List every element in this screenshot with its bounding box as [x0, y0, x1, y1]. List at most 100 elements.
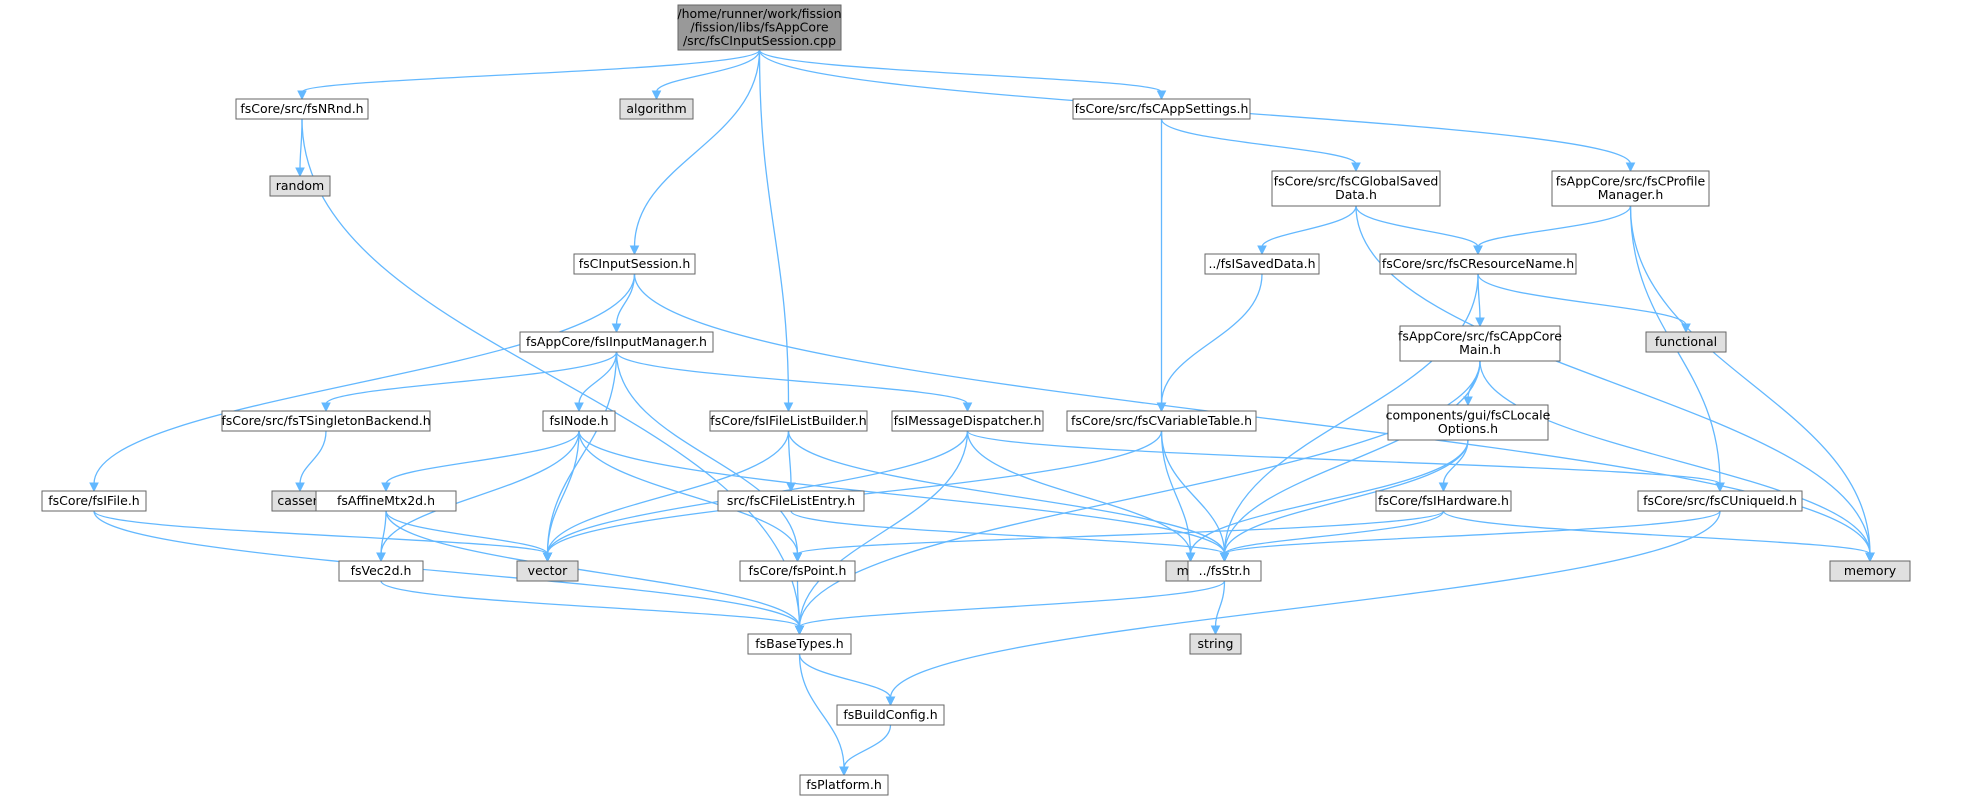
edge-inode-to-point — [578, 430, 799, 555]
node-ifile[interactable]: fsCore/fsIFile.h — [41, 490, 147, 512]
edge-localeoptions-to-str — [1223, 439, 1469, 555]
edge-inputmanager-to-vector — [546, 351, 618, 555]
node-filelistbuilder[interactable]: fsCore/fsIFileListBuilder.h — [709, 410, 868, 432]
edge-root-to-appsettings — [758, 49, 1163, 93]
node-box-algorithm — [619, 98, 694, 120]
edge-inode-to-affinemtx — [385, 430, 580, 485]
node-inode[interactable]: fsINode.h — [542, 410, 616, 432]
edge-filelistbuilder-to-str — [787, 430, 1226, 555]
node-label-nrnd: fsCore/src/fsNRnd.h — [240, 101, 363, 116]
arrowhead-tsingleton-to-cassert — [295, 482, 305, 493]
node-box-string — [1189, 633, 1242, 655]
node-label-globalsaved: Data.h — [1335, 187, 1377, 202]
arrowhead-inode-to-affinemtx — [381, 482, 391, 493]
node-label-vec2d: fsVec2d.h — [351, 563, 412, 578]
node-variabletable[interactable]: fsCore/src/fsCVariableTable.h — [1066, 410, 1257, 432]
node-box-functional — [1645, 331, 1727, 353]
node-str[interactable]: ../fsStr.h — [1187, 560, 1262, 582]
edge-root-to-inputsession — [633, 49, 761, 248]
node-box-platform — [799, 774, 889, 796]
node-label-vector: vector — [528, 563, 569, 578]
node-label-localeoptions: components/gui/fsCLocale — [1386, 408, 1551, 423]
node-inputsession[interactable]: fsCInputSession.h — [573, 253, 696, 275]
node-box-msgdispatcher — [891, 410, 1044, 432]
edge-variabletable-to-str — [1160, 430, 1226, 555]
edge-inode-to-vec2d — [380, 430, 580, 555]
arrowhead-buildconfig-to-platform — [839, 766, 849, 777]
node-box-isaveddata — [1204, 253, 1320, 275]
node-label-appcoremain: fsAppCore/src/fsCAppCore — [1398, 329, 1562, 344]
edge-appcoremain-to-str — [1223, 360, 1481, 555]
node-box-tsingleton — [221, 410, 431, 432]
edge-basetypes-to-buildconfig — [798, 653, 892, 699]
edge-msgdispatcher-to-map — [966, 430, 1192, 555]
nodes-layer: /home/runner/work/fission/fission/libs/f… — [41, 4, 1911, 796]
edge-inode-to-vector — [546, 430, 580, 555]
edge-affinemtx-to-vector — [385, 510, 549, 555]
node-root[interactable]: /home/runner/work/fission/fission/libs/f… — [677, 4, 842, 51]
node-box-vector — [516, 560, 579, 582]
edge-ihardware-to-point — [796, 510, 1445, 555]
arrowhead-basetypes-to-buildconfig — [885, 696, 896, 707]
node-affinemtx[interactable]: fsAffineMtx2d.h — [315, 490, 457, 512]
arrowhead-appsettings-to-globalsaved — [1351, 162, 1361, 173]
node-label-filelistentry: src/fsCFileListEntry.h — [727, 493, 855, 508]
node-nrnd[interactable]: fsCore/src/fsNRnd.h — [235, 98, 369, 120]
node-platform[interactable]: fsPlatform.h — [799, 774, 889, 796]
node-label-cassert: cassert — [277, 493, 322, 508]
edge-inputmanager-to-point — [615, 351, 799, 555]
node-label-point: fsCore/fsPoint.h — [749, 563, 847, 578]
edge-variabletable-to-map — [1160, 430, 1192, 555]
node-label-inputmanager: fsAppCore/fsIInputManager.h — [526, 334, 707, 349]
node-msgdispatcher[interactable]: fsIMessageDispatcher.h — [891, 410, 1044, 432]
edge-affinemtx-to-vec2d — [380, 510, 387, 555]
edge-point-to-basetypes — [796, 580, 801, 628]
node-box-uniqueid — [1637, 490, 1803, 512]
edge-globalsaved-to-isaveddata — [1261, 205, 1357, 248]
node-point[interactable]: fsCore/fsPoint.h — [739, 560, 856, 582]
node-box-localeoptions — [1387, 404, 1549, 441]
edge-globalsaved-to-resourcename — [1355, 205, 1479, 248]
node-filelistentry[interactable]: src/fsCFileListEntry.h — [717, 490, 865, 512]
arrowhead-globalsaved-to-resourcename — [1473, 245, 1483, 256]
node-label-memory: memory — [1844, 563, 1897, 578]
node-resourcename[interactable]: fsCore/src/fsCResourceName.h — [1379, 253, 1577, 275]
node-box-appcoremain — [1399, 325, 1561, 362]
arrowhead-inputsession-to-inputmanager — [611, 323, 622, 334]
node-label-str: ../fsStr.h — [1199, 563, 1251, 578]
edge-filelistentry-to-str — [790, 510, 1226, 555]
node-box-point — [739, 560, 856, 582]
edge-localeoptions-to-ihardware — [1442, 439, 1469, 485]
edge-msgdispatcher-to-uniqueid — [966, 430, 1721, 485]
edge-basetypes-to-platform — [798, 653, 845, 769]
node-label-functional: functional — [1655, 334, 1717, 349]
node-isaveddata[interactable]: ../fsISavedData.h — [1204, 253, 1320, 275]
node-string: string — [1189, 633, 1242, 655]
arrowhead-inputmanager-to-msgdispatcher — [962, 402, 973, 413]
edge-inputmanager-to-inode — [578, 351, 618, 405]
arrowhead-resourcename-to-functional — [1681, 323, 1691, 334]
node-box-filelistbuilder — [709, 410, 868, 432]
node-label-variabletable: fsCore/src/fsCVariableTable.h — [1071, 413, 1252, 428]
node-label-profilemgr: Manager.h — [1598, 187, 1664, 202]
edge-ifile-to-vector — [93, 510, 549, 555]
node-label-root: /home/runner/work/fission — [677, 6, 841, 21]
node-inputmanager[interactable]: fsAppCore/fsIInputManager.h — [519, 331, 714, 353]
node-ihardware[interactable]: fsCore/fsIHardware.h — [1375, 490, 1512, 512]
node-label-localeoptions: Options.h — [1438, 421, 1498, 436]
node-buildconfig[interactable]: fsBuildConfig.h — [836, 704, 945, 726]
node-box-variabletable — [1066, 410, 1257, 432]
node-tsingleton[interactable]: fsCore/src/fsTSingletonBackend.h — [221, 410, 431, 432]
node-box-root — [677, 4, 842, 51]
arrowhead-localeoptions-to-ihardware — [1438, 482, 1449, 493]
node-basetypes[interactable]: fsBaseTypes.h — [747, 633, 852, 655]
node-uniqueid[interactable]: fsCore/src/fsCUniqueId.h — [1637, 490, 1803, 512]
node-vec2d[interactable]: fsVec2d.h — [338, 560, 424, 582]
node-label-inode: fsINode.h — [549, 413, 608, 428]
node-appsettings[interactable]: fsCore/src/fsCAppSettings.h — [1072, 98, 1251, 120]
